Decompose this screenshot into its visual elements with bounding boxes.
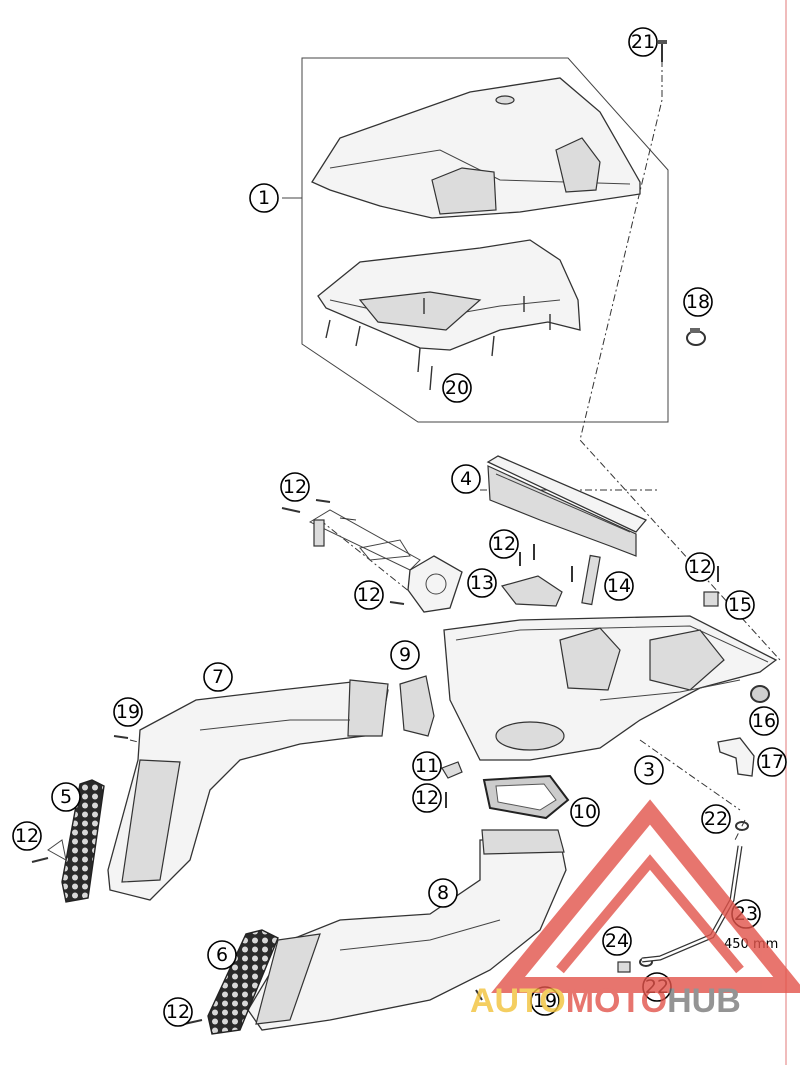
airbox-cover-frame (317, 239, 581, 391)
watermark-triangle-logo (491, 799, 800, 993)
elbow-17 (717, 737, 755, 777)
rubber-boot-9 (399, 675, 435, 737)
airbox-housing (443, 615, 778, 761)
watermark-auto: AUTO (470, 982, 566, 1020)
callout-12c[interactable]: 12 (685, 552, 715, 582)
svg-text:12: 12 (166, 1001, 190, 1023)
callout-24[interactable]: 24 (602, 926, 632, 956)
intake-plate-13 (389, 544, 573, 613)
svg-text:19: 19 (533, 990, 557, 1012)
svg-text:8: 8 (437, 882, 449, 904)
callout-18[interactable]: 18 (683, 287, 713, 317)
watermark-hub: HUB (667, 982, 741, 1020)
clip-15 (703, 591, 719, 607)
svg-text:10: 10 (573, 801, 597, 823)
callout-21[interactable]: 21 (628, 27, 658, 57)
callout-13[interactable]: 13 (467, 568, 497, 598)
callout-6[interactable]: 6 (207, 940, 237, 970)
svg-text:22: 22 (704, 808, 728, 830)
svg-text:13: 13 (470, 572, 494, 594)
callout-5[interactable]: 5 (51, 782, 81, 812)
svg-text:12: 12 (357, 584, 381, 606)
svg-text:9: 9 (399, 644, 411, 666)
svg-text:4: 4 (460, 468, 472, 490)
callout-1[interactable]: 1 (249, 183, 279, 213)
callout-12f[interactable]: 12 (12, 821, 42, 851)
intake-duct-8 (247, 829, 567, 1031)
svg-text:16: 16 (752, 710, 776, 732)
svg-text:1: 1 (258, 187, 270, 209)
clamp-22a (735, 821, 749, 831)
airbox-cover (311, 77, 641, 219)
svg-text:18: 18 (686, 291, 710, 313)
svg-text:12: 12 (415, 787, 439, 809)
svg-text:3: 3 (643, 759, 655, 781)
svg-text:5: 5 (60, 786, 72, 808)
assembly-outline-box (301, 57, 669, 423)
svg-text:AUTOMOTOHUB: AUTOMOTOHUB (470, 982, 741, 1020)
callout-15[interactable]: 15 (725, 590, 755, 620)
callout-3[interactable]: 3 (634, 755, 664, 785)
callout-14[interactable]: 14 (604, 571, 634, 601)
svg-text:7: 7 (212, 666, 224, 688)
callout-12g[interactable]: 12 (163, 997, 193, 1027)
hose-clamp-18 (686, 328, 706, 346)
svg-text:11: 11 (415, 755, 439, 777)
seal-strip-14 (581, 554, 601, 606)
callout-4[interactable]: 4 (451, 464, 481, 494)
svg-text:17: 17 (760, 751, 784, 773)
guide-line-21 (579, 60, 781, 661)
callout-19a[interactable]: 19 (113, 697, 143, 727)
callout-12e[interactable]: 12 (412, 783, 442, 813)
intake-duct-7 (107, 679, 389, 901)
callout-12d[interactable]: 12 (354, 580, 384, 610)
callout-12b[interactable]: 12 (489, 529, 519, 559)
plug-24 (617, 961, 631, 973)
callout-7[interactable]: 7 (203, 662, 233, 692)
svg-text:14: 14 (607, 575, 631, 597)
svg-text:21: 21 (631, 31, 655, 53)
callout-22a[interactable]: 22 (701, 804, 731, 834)
watermark-moto: MOTO (566, 982, 667, 1020)
grommet-16 (750, 685, 770, 703)
air-filter (486, 455, 648, 557)
grille-5 (61, 779, 105, 903)
svg-text:12: 12 (492, 533, 516, 555)
grille-6 (207, 929, 279, 1035)
callout-19b[interactable]: 19 (530, 986, 560, 1016)
svg-text:19: 19 (116, 701, 140, 723)
callout-10[interactable]: 10 (570, 797, 600, 827)
callout-8[interactable]: 8 (428, 878, 458, 908)
callout-20[interactable]: 20 (442, 373, 472, 403)
callout-16[interactable]: 16 (749, 706, 779, 736)
svg-text:24: 24 (605, 930, 629, 952)
callout-12a[interactable]: 12 (280, 472, 310, 502)
automotohub-watermark: AUTOMOTOHUB (470, 799, 800, 1020)
callout-11[interactable]: 11 (412, 751, 442, 781)
svg-text:20: 20 (445, 377, 469, 399)
clip-11 (441, 761, 463, 779)
svg-text:12: 12 (688, 556, 712, 578)
svg-text:12: 12 (283, 476, 307, 498)
mounting-bracket (281, 499, 421, 571)
svg-text:15: 15 (728, 594, 752, 616)
bolt-21 (658, 40, 667, 62)
svg-text:6: 6 (216, 944, 228, 966)
callout-9[interactable]: 9 (390, 640, 420, 670)
svg-text:12: 12 (15, 825, 39, 847)
callout-17[interactable]: 17 (757, 747, 787, 777)
